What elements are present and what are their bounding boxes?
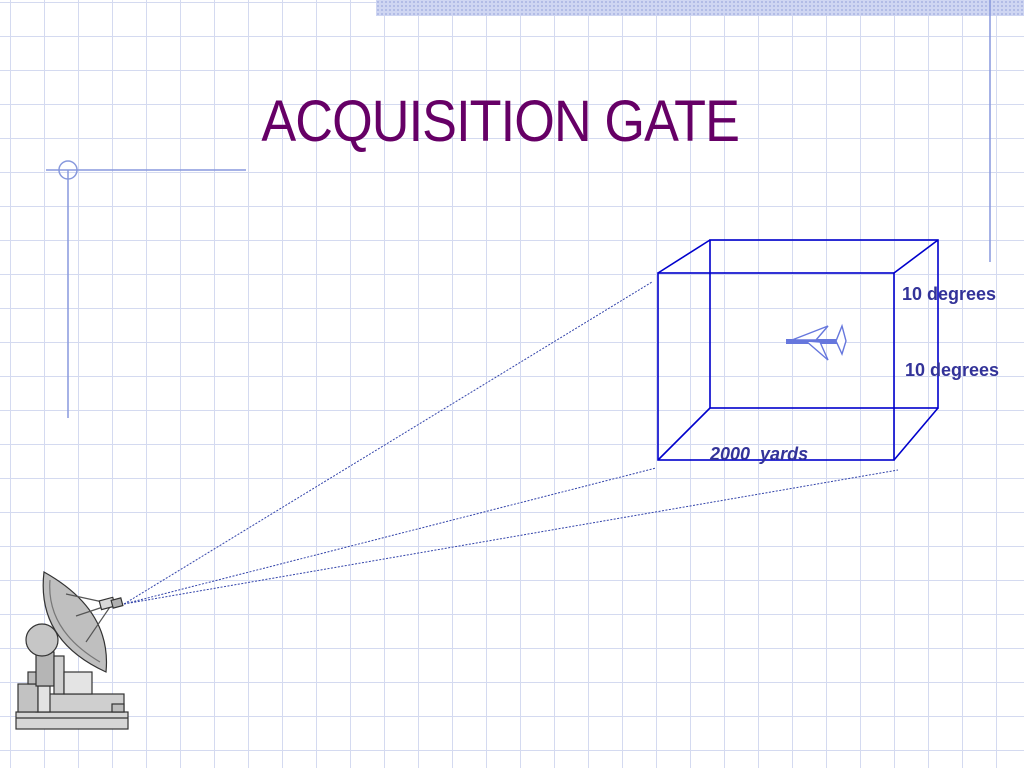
top-decorative-band xyxy=(376,0,1024,16)
slide-title: ACQUISITION GATE xyxy=(261,89,740,154)
beam-line-middle xyxy=(123,467,657,605)
range-label: 2000 yards xyxy=(710,444,809,464)
beam-line-top xyxy=(123,281,653,605)
gate-box-front-face xyxy=(657,272,895,461)
acquisition-gate-box xyxy=(657,239,939,461)
vertical-angle-label: 10 degrees xyxy=(905,360,1000,380)
slide-decoration xyxy=(46,0,991,418)
gate-box-back-face xyxy=(709,239,939,409)
radar-antenna-icon xyxy=(15,571,129,730)
horizontal-angle-label: 10 degrees xyxy=(902,284,997,304)
aircraft-target-icon xyxy=(786,323,847,361)
beam-line-bottom xyxy=(123,469,899,605)
radar-beam-lines xyxy=(123,281,899,605)
